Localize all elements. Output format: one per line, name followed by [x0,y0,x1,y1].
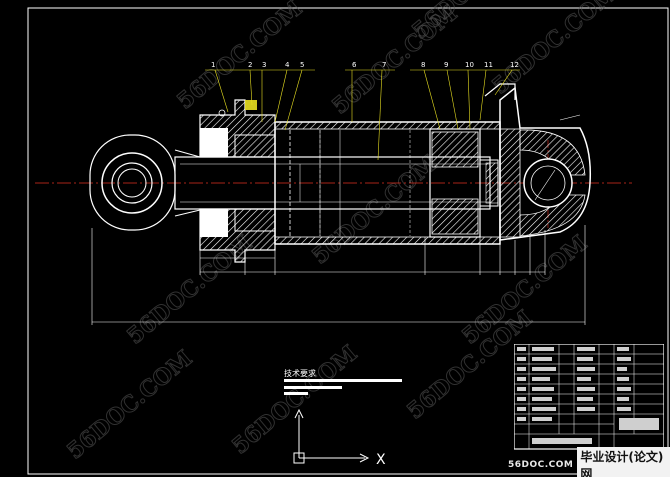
watermark-8: 56DOC.COM [227,340,362,459]
callout-6: 6 [352,61,357,69]
callout-1: 1 [211,61,215,69]
x-axis-label: X [376,452,386,468]
watermark-1: 56DOC.COM [172,0,307,115]
ucs-axis-icon: X [293,408,386,468]
notes-title: 技术要求 [284,368,316,378]
callout-5: 5 [300,61,304,69]
rod-eye [89,134,201,231]
callout-2: 2 [248,61,252,69]
technical-notes: 技术要求 [284,368,402,395]
notes-line-1 [284,379,402,382]
callout-group: 1 2 3 4 5 6 7 8 9 10 11 12 [205,61,520,161]
brand-name: 毕业设计(论文)网 [577,447,670,477]
piston [429,128,499,238]
callout-8: 8 [421,61,425,69]
notes-line-3 [284,392,308,395]
callout-10: 10 [465,61,474,69]
title-block [514,344,664,450]
notes-line-2 [284,386,342,389]
watermark-5: 56DOC.COM [307,150,442,269]
diameter-dimensions [299,130,341,236]
brand-logo: 56DOC.COM [508,460,574,470]
callout-3: 3 [262,61,266,69]
watermark-4: 56DOC.COM [407,0,542,45]
callout-9: 9 [444,61,448,69]
drawing-frame [27,7,669,475]
site-brand: 56DOC.COM 毕业设计(论文)网 [508,447,670,477]
rear-end-cap [484,83,592,241]
callout-7: 7 [382,61,386,69]
watermark-3: 56DOC.COM [487,0,622,100]
watermark-10: 56DOC.COM [62,345,197,464]
callout-4: 4 [285,61,290,69]
callout-12: 12 [510,61,519,69]
dimension-lines [91,114,586,325]
gland-assembly [199,99,276,263]
callout-11: 11 [484,61,493,69]
